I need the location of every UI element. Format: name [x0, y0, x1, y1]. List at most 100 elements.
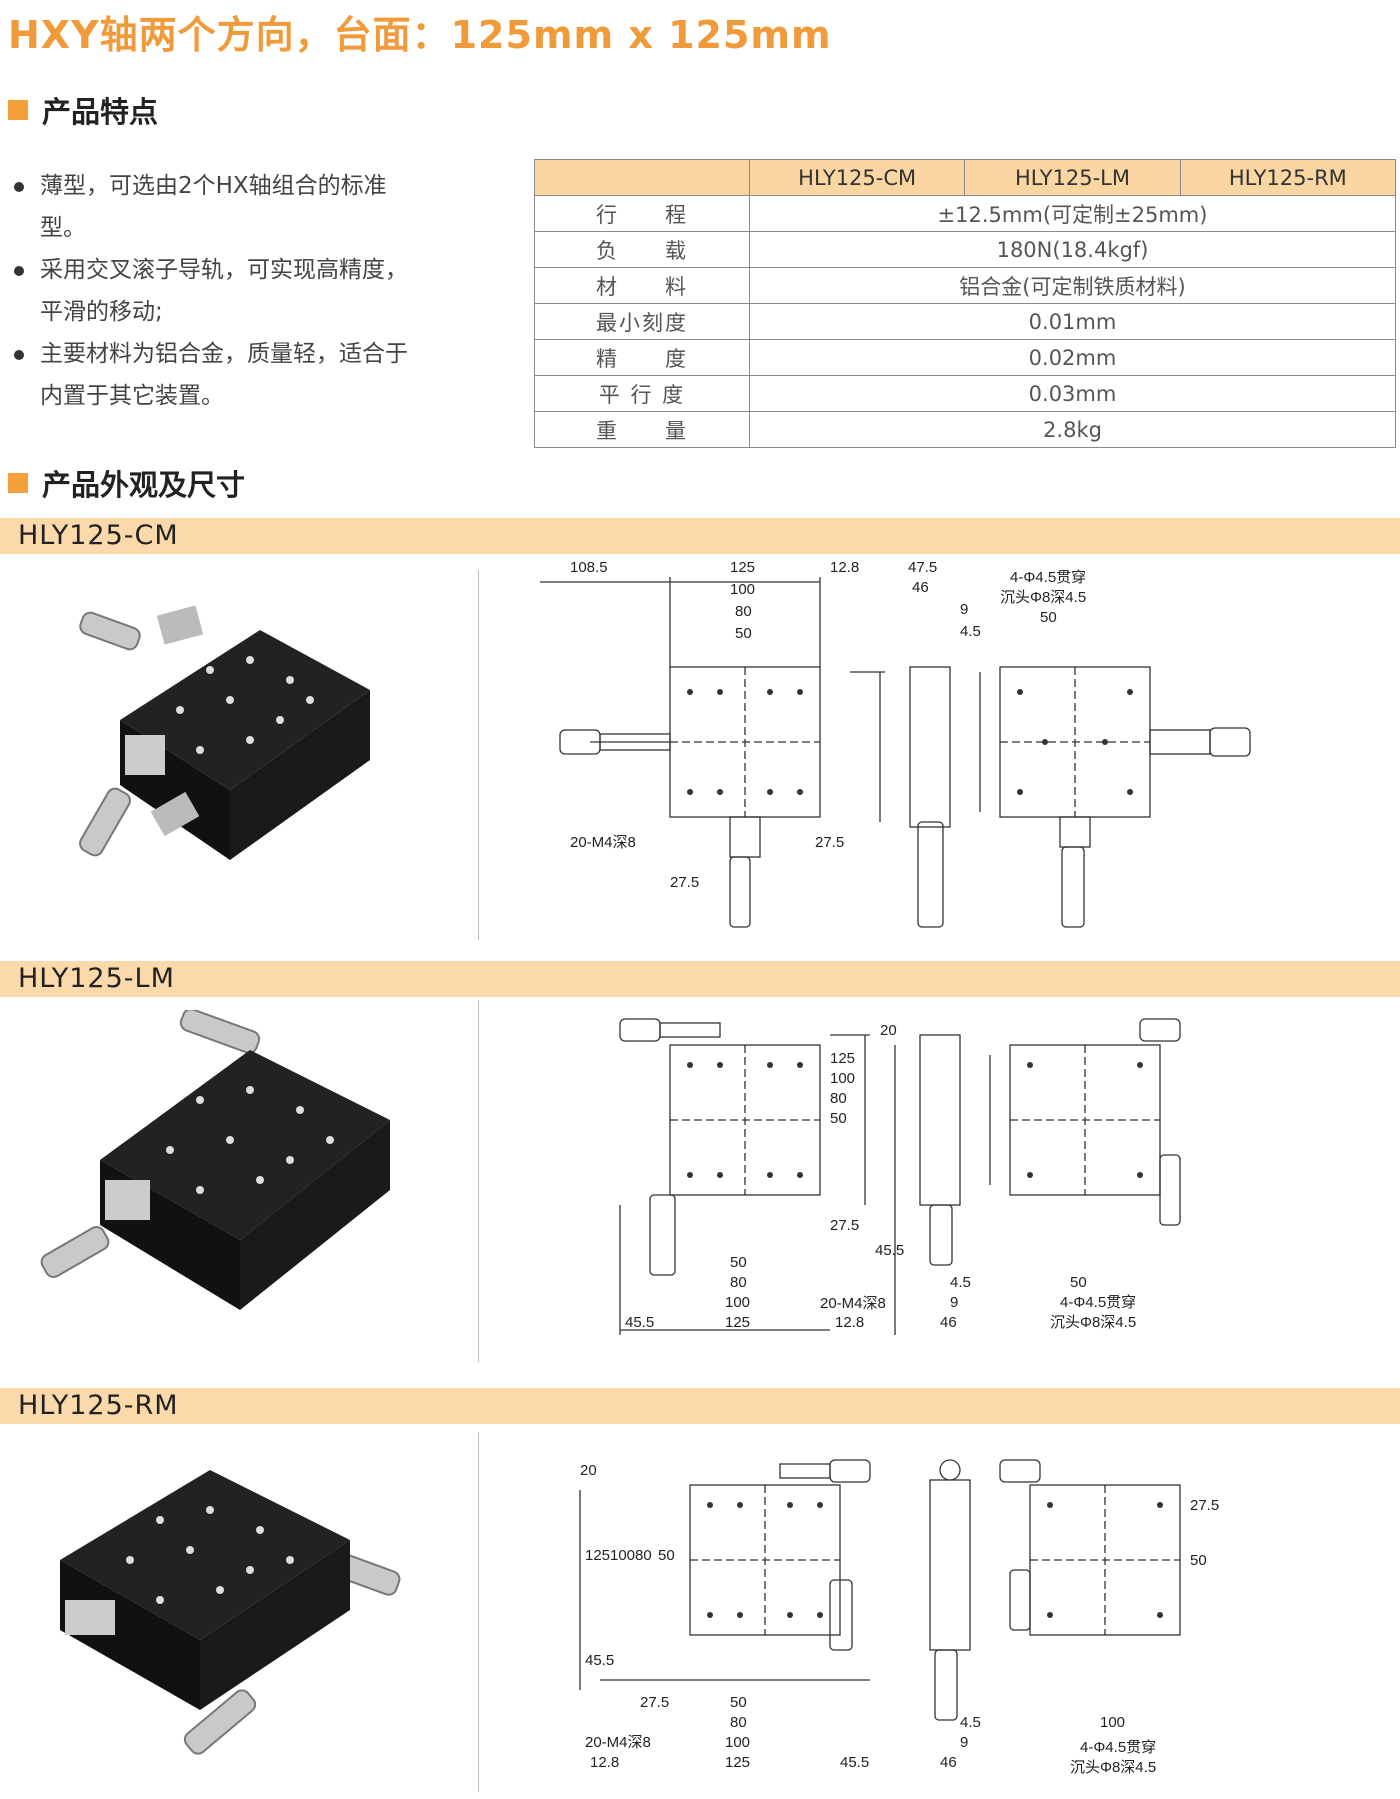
spec-header-empty: [534, 159, 750, 196]
dim-label: 27.5: [670, 874, 699, 891]
spec-row: 行 程±12.5mm(可定制±25mm): [534, 195, 1396, 232]
spec-row: 材 料铝合金(可定制铁质材料): [534, 267, 1396, 304]
dim-label: 125: [585, 1547, 610, 1564]
dim-label: 12.8: [830, 559, 859, 576]
dim-label: 100: [830, 1070, 855, 1087]
dim-label: 100: [725, 1294, 750, 1311]
dim-label: 27.5: [640, 1694, 669, 1711]
model-band-rm: HLY125-RM: [0, 1388, 1400, 1424]
dim-label: 沉头Φ8深4.5: [1070, 1759, 1156, 1776]
dim-label: 100: [730, 581, 755, 598]
dim-label: 45.5: [875, 1242, 904, 1259]
dim-label: 沉头Φ8深4.5: [1000, 589, 1086, 606]
dim-label: 50: [735, 625, 752, 642]
dim-label: 100: [610, 1547, 635, 1564]
feature-item: 薄型，可选由2个HX轴组合的标准型。: [10, 165, 410, 249]
dim-label: 27.5: [815, 834, 844, 851]
dim-label: 4.5: [950, 1274, 971, 1291]
dim-label: 100: [725, 1734, 750, 1751]
dim-label: 80: [635, 1547, 652, 1564]
dim-label: 100: [1100, 1714, 1125, 1731]
dim-label: 45.5: [840, 1754, 869, 1771]
dim-label: 20-M4深8: [585, 1734, 651, 1751]
section-title: 产品特点: [42, 95, 159, 129]
dim-label: 46: [912, 579, 929, 596]
spec-label: 材 料: [534, 267, 750, 304]
divider: [478, 1000, 479, 1362]
spec-label: 平 行 度: [534, 375, 750, 412]
dim-label: 125: [725, 1754, 750, 1771]
spec-value: 0.02mm: [749, 339, 1396, 376]
dim-label: 45.5: [585, 1652, 614, 1669]
drawing-rm: 20 125 100 80 50 45.5 27.5 50 80 100 125…: [579, 1459, 1219, 1776]
product-photo-rm: [60, 1470, 401, 1755]
dim-label: 108.5: [570, 559, 608, 576]
spec-header-model: HLY125-LM: [964, 159, 1181, 196]
divider: [478, 1432, 479, 1792]
dim-label: 沉头Φ8深4.5: [1050, 1314, 1136, 1331]
dim-label: 125: [830, 1050, 855, 1067]
spec-label: 最小刻度: [534, 303, 750, 340]
spec-label: 精 度: [534, 339, 750, 376]
model-name: HLY125-RM: [18, 1390, 179, 1421]
spec-label: 负 载: [534, 231, 750, 268]
spec-label: 重 量: [534, 411, 750, 448]
dim-label: 125: [725, 1314, 750, 1331]
dim-label: 9: [950, 1294, 958, 1311]
dim-label: 4.5: [960, 623, 981, 640]
dim-label: 50: [830, 1110, 847, 1127]
feature-list: 薄型，可选由2个HX轴组合的标准型。 采用交叉滚子导轨，可实现高精度，平滑的移动…: [10, 165, 410, 417]
feature-item: 采用交叉滚子导轨，可实现高精度，平滑的移动;: [10, 249, 410, 333]
dim-label: 50: [730, 1254, 747, 1271]
dim-label: 20: [580, 1462, 597, 1479]
dim-label: 12.8: [590, 1754, 619, 1771]
dim-label: 4-Φ4.5贯穿: [1080, 1739, 1156, 1756]
product-photo-lm: [40, 1010, 390, 1310]
section-header-features: 产品特点: [8, 93, 158, 129]
dim-label: 80: [830, 1090, 847, 1107]
dim-label: 45.5: [625, 1314, 654, 1331]
section-marker: [8, 473, 28, 493]
dim-label: 50: [1040, 609, 1057, 626]
spec-header-row: HLY125-CM HLY125-LM HLY125-RM: [534, 159, 1397, 196]
spec-value: ±12.5mm(可定制±25mm): [749, 195, 1396, 232]
dim-label: 50: [1070, 1274, 1087, 1291]
section-marker: [8, 100, 28, 120]
dim-label: 20-M4深8: [570, 834, 636, 851]
dim-label: 12.8: [835, 1314, 864, 1331]
dim-label: 46: [940, 1314, 957, 1331]
spec-value: 0.01mm: [749, 303, 1396, 340]
model-band-cm: HLY125-CM: [0, 518, 1400, 554]
dim-label: 4-Φ4.5贯穿: [1060, 1294, 1136, 1311]
dim-label: 20: [880, 1022, 897, 1039]
model-name: HLY125-LM: [18, 963, 175, 994]
spec-table: HLY125-CM HLY125-LM HLY125-RM 行 程±12.5mm…: [534, 159, 1397, 448]
spec-value: 铝合金(可定制铁质材料): [749, 267, 1396, 304]
dim-label: 80: [730, 1714, 747, 1731]
dim-label: 9: [960, 601, 968, 618]
drawing-cm: 108.5 125 12.8 100 80 50 47.5 46 9 4.5 2…: [540, 559, 1251, 928]
dim-label: 80: [730, 1274, 747, 1291]
section-title: 产品外观及尺寸: [42, 468, 246, 502]
dim-label: 20-M4深8: [820, 1295, 886, 1312]
feature-item: 主要材料为铝合金，质量轻，适合于内置于其它装置。: [10, 333, 410, 417]
spec-value: 2.8kg: [749, 411, 1396, 448]
dim-label: 50: [730, 1694, 747, 1711]
dim-label: 27.5: [1190, 1497, 1219, 1514]
model-band-lm: HLY125-LM: [0, 961, 1400, 997]
spec-header-model: HLY125-CM: [748, 159, 966, 196]
model-name: HLY125-CM: [18, 520, 179, 551]
dim-label: 47.5: [908, 559, 937, 576]
spec-value: 0.03mm: [749, 375, 1396, 412]
dim-label: 9: [960, 1734, 968, 1751]
dim-label: 80: [735, 603, 752, 620]
page-title: HXY轴两个方向，台面：125mm x 125mm: [8, 13, 832, 57]
spec-label: 行 程: [534, 195, 750, 232]
product-photo-cm: [79, 605, 370, 860]
dim-label: 50: [658, 1547, 675, 1564]
section-header-dimensions: 产品外观及尺寸: [8, 466, 245, 502]
